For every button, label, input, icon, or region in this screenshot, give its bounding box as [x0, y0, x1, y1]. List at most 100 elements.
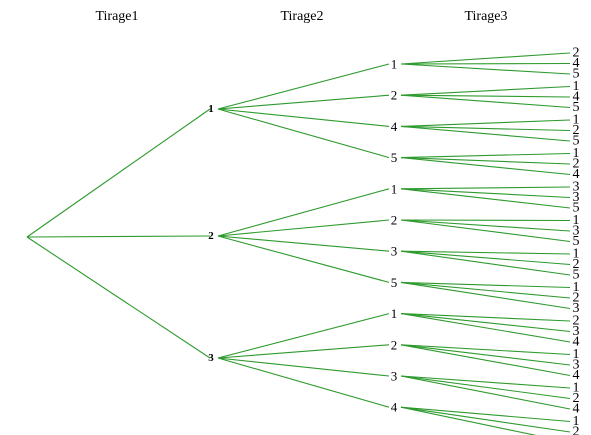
- tree-edges: [26, 52, 571, 435]
- node-tirage1: 1: [208, 103, 214, 115]
- node-tirage2: 2: [391, 88, 398, 103]
- edge-tirage2-to-tirage3: [400, 313, 571, 343]
- edge-tirage2-to-tirage3: [400, 186, 571, 190]
- edge-tirage2-to-tirage3: [400, 188, 571, 199]
- column-headers: Tirage1 Tirage2 Tirage3: [95, 9, 507, 24]
- node-tirage2: 2: [391, 213, 398, 228]
- edge-tirage1-to-tirage2: [217, 188, 390, 237]
- node-tirage3: 1: [573, 113, 580, 128]
- node-tirage2: 4: [391, 119, 398, 134]
- node-tirage3: 3: [573, 301, 580, 316]
- node-tirage3: 1: [573, 247, 580, 262]
- edge-tirage2-to-tirage3: [400, 157, 571, 165]
- edge-tirage1-to-tirage2: [217, 94, 390, 110]
- edge-tirage2-to-tirage3: [400, 313, 571, 322]
- edge-tirage2-to-tirage3: [400, 188, 571, 209]
- edge-tirage2-to-tirage3: [400, 119, 571, 127]
- edge-root-to-2: [26, 235, 211, 238]
- edge-tirage2-to-tirage3: [400, 219, 571, 222]
- node-tirage3: 1: [573, 213, 580, 228]
- edge-tirage2-to-tirage3: [400, 281, 571, 310]
- node-tirage3: 5: [573, 134, 580, 149]
- edge-tirage2-to-tirage3: [400, 125, 571, 132]
- node-tirage2: 3: [391, 244, 398, 259]
- node-tirage3: 2: [573, 157, 580, 172]
- node-tirage3: 4: [573, 167, 580, 182]
- node-tirage2: 1: [391, 57, 398, 72]
- edge-tirage2-to-tirage3: [400, 63, 571, 75]
- node-tirage1: 2: [208, 230, 214, 242]
- node-tirage2: 2: [391, 337, 398, 352]
- node-tirage2: 4: [391, 400, 398, 415]
- node-tirage3: 1: [573, 280, 580, 295]
- edge-tirage2-to-tirage3: [400, 94, 571, 109]
- edge-tirage2-to-tirage3: [400, 85, 571, 96]
- node-tirage3: 2: [573, 291, 580, 306]
- node-tirage1: 3: [208, 352, 214, 364]
- edge-tirage2-to-tirage3: [400, 281, 571, 289]
- edge-tirage2-to-tirage3: [400, 219, 571, 232]
- edge-tirage2-to-tirage3: [400, 52, 571, 65]
- edge-tirage1-to-tirage2: [217, 108, 390, 127]
- node-tirage2: 1: [391, 181, 398, 196]
- node-tirage3: 4: [573, 402, 580, 417]
- edge-tirage2-to-tirage3: [400, 406, 571, 423]
- node-tirage3: 2: [573, 123, 580, 138]
- node-tirage3: 2: [573, 391, 580, 406]
- edge-tirage1-to-tirage2: [217, 344, 390, 359]
- node-tirage3: 1: [573, 414, 580, 429]
- edge-tirage2-to-tirage3: [400, 406, 537, 435]
- edge-tirage2-to-tirage3: [400, 344, 571, 366]
- node-tirage3: 5: [573, 67, 580, 82]
- node-tirage3: 1: [573, 79, 580, 94]
- edge-tirage1-to-tirage2: [217, 235, 390, 252]
- node-tirage3: 2: [573, 257, 580, 272]
- edge-tirage2-to-tirage3: [400, 375, 571, 389]
- edge-tirage2-to-tirage3: [400, 344, 571, 377]
- node-tirage3: 4: [573, 368, 580, 383]
- edge-tirage1-to-tirage2: [217, 235, 390, 283]
- node-tirage3: 3: [573, 224, 580, 239]
- edge-tirage2-to-tirage3: [400, 344, 571, 356]
- edge-tirage2-to-tirage3: [400, 281, 571, 299]
- header-tirage2: Tirage2: [280, 9, 323, 24]
- node-tirage3: 2: [573, 314, 580, 329]
- edge-tirage1-to-tirage2: [217, 313, 390, 359]
- node-tirage2: 5: [391, 150, 398, 165]
- node-tirage3: 5: [573, 234, 580, 249]
- edge-tirage2-to-tirage3: [400, 219, 571, 243]
- edge-tirage2-to-tirage3: [400, 94, 571, 98]
- edge-tirage2-to-tirage3: [400, 125, 571, 142]
- node-tirage3: 2: [573, 425, 580, 435]
- edge-root-to-1: [26, 108, 211, 238]
- edge-tirage2-to-tirage3: [400, 250, 571, 255]
- node-tirage3: 1: [573, 381, 580, 396]
- edge-tirage2-to-tirage3: [400, 250, 571, 266]
- node-tirage3: 4: [573, 335, 580, 350]
- node-tirage3: 3: [573, 358, 580, 373]
- edge-tirage1-to-tirage2: [217, 357, 390, 408]
- node-tirage2: 5: [391, 275, 398, 290]
- node-tirage3: 4: [573, 90, 580, 105]
- node-tirage3: 1: [573, 347, 580, 362]
- edge-tirage2-to-tirage3: [400, 375, 571, 400]
- edge-tirage1-to-tirage2: [217, 357, 390, 377]
- node-tirage3: 4: [573, 56, 580, 71]
- header-tirage3: Tirage3: [464, 9, 507, 24]
- edge-tirage1-to-tirage2: [217, 63, 390, 110]
- edge-tirage2-to-tirage3: [400, 250, 571, 276]
- header-tirage1: Tirage1: [95, 9, 138, 24]
- node-tirage3: 5: [573, 100, 580, 115]
- node-tirage3: 5: [573, 201, 580, 216]
- node-tirage2: 3: [391, 369, 398, 384]
- edge-root-to-3: [26, 236, 211, 359]
- node-tirage3: 5: [573, 268, 580, 283]
- node-tirage3: 1: [573, 146, 580, 161]
- edge-tirage2-to-tirage3: [400, 157, 571, 176]
- node-tirage3: 3: [573, 180, 580, 195]
- node-tirage2: 1: [391, 306, 398, 321]
- edge-tirage1-to-tirage2: [217, 219, 390, 237]
- edge-tirage2-to-tirage3: [400, 375, 571, 410]
- edge-tirage2-to-tirage3: [400, 313, 571, 333]
